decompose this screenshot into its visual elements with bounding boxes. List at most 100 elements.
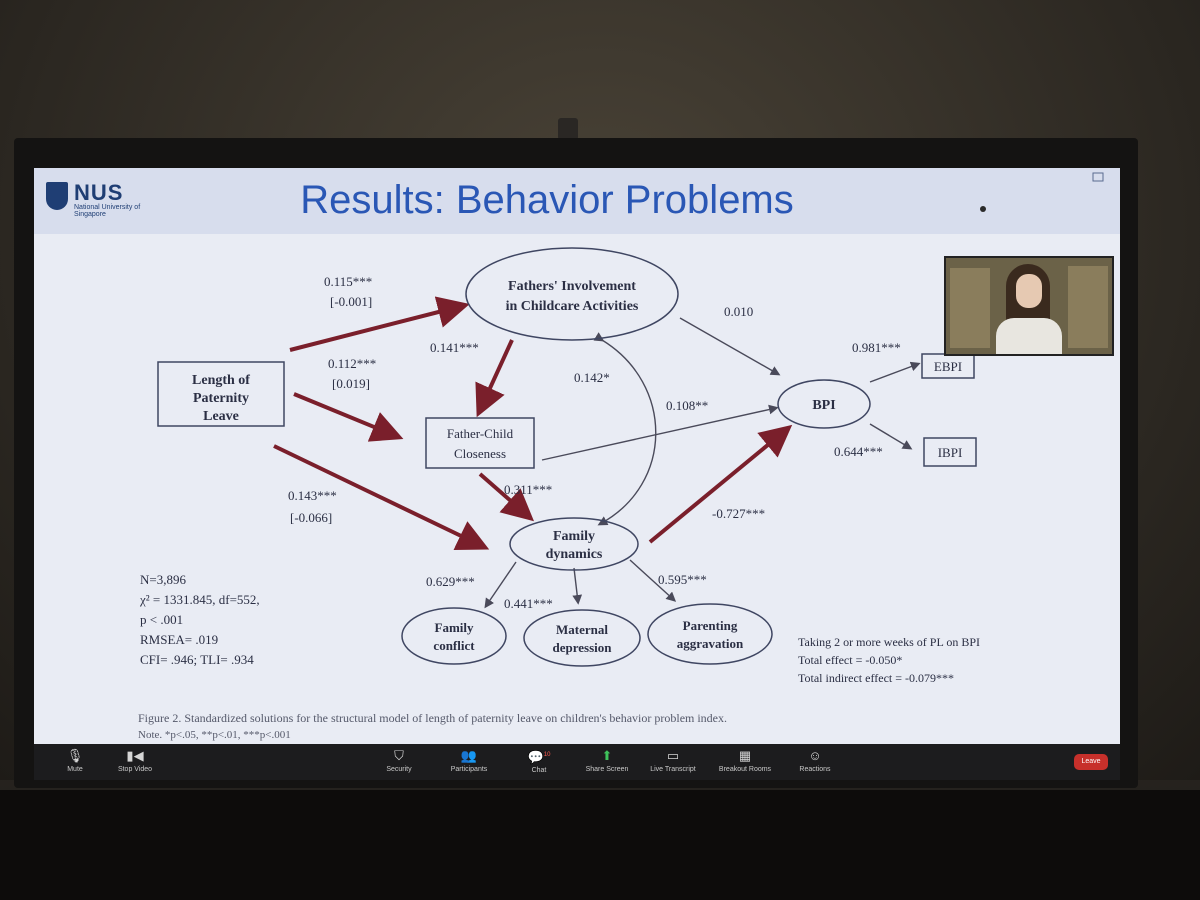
svg-text:Maternal: Maternal xyxy=(556,622,608,637)
node-father-child-closeness: Father-Child Closeness xyxy=(425,417,535,469)
coef-closeness-dynamics: 0.311*** xyxy=(504,482,552,497)
breakout-rooms-button[interactable]: ▦ Breakout Rooms xyxy=(710,748,780,778)
bookshelf xyxy=(950,268,990,348)
svg-text:BPI: BPI xyxy=(812,398,835,413)
path-arrow-dynamics-bpi xyxy=(648,424,793,544)
svg-text:Length of: Length of xyxy=(192,373,250,388)
svg-text:in Childcare Activities: in Childcare Activities xyxy=(506,299,639,314)
svg-text:Closeness: Closeness xyxy=(454,446,506,461)
chat-button[interactable]: 💬10 Chat xyxy=(504,748,574,778)
node-ibpi: IBPI xyxy=(923,437,977,467)
people-icon: 👥 xyxy=(460,748,478,763)
fit-stat-line: χ² = 1331.845, df=552, xyxy=(139,592,260,607)
projector-mount xyxy=(558,118,578,140)
svg-text:aggravation: aggravation xyxy=(677,636,744,651)
stop-video-button[interactable]: ▮◀ Stop Video xyxy=(100,748,170,778)
path-arrow-leave-involvement xyxy=(289,296,470,352)
slide-corner-icon xyxy=(1092,172,1104,182)
microphone-icon: 🎙 xyxy=(66,748,84,763)
ci-leave-dynamics: [-0.066] xyxy=(290,510,332,525)
fit-stat-line: p < .001 xyxy=(140,612,183,627)
svg-text:Leave: Leave xyxy=(203,409,239,424)
svg-text:dynamics: dynamics xyxy=(546,547,603,562)
svg-text:Family: Family xyxy=(553,529,595,544)
security-button[interactable]: ⛉ Security xyxy=(364,748,434,778)
chat-badge: 10 xyxy=(543,752,551,758)
speaker-webcam-thumbnail[interactable] xyxy=(944,256,1114,356)
coef-dynamics-depression: 0.441*** xyxy=(504,596,553,611)
node-fathers-involvement: Fathers' Involvement in Childcare Activi… xyxy=(465,247,679,341)
figure-caption: Figure 2. Standardized solutions for the… xyxy=(138,711,727,725)
speaker-face xyxy=(1016,274,1042,308)
path-arrow-closeness-bpi xyxy=(541,404,779,461)
svg-text:Paternity: Paternity xyxy=(193,391,249,406)
effects-summary: Taking 2 or more weeks of PL on BPI Tota… xyxy=(798,635,980,685)
node-parenting-aggravation: Parenting aggravation xyxy=(647,603,773,665)
ci-leave-involvement: [-0.001] xyxy=(330,294,372,309)
chat-bubble-icon: 💬10 xyxy=(527,749,551,765)
fit-stat-line: CFI= .946; TLI= .934 xyxy=(140,652,254,667)
bookshelf xyxy=(1068,266,1108,348)
speaker-body xyxy=(996,318,1062,354)
coef-dynamics-aggravation: 0.595*** xyxy=(658,572,707,587)
node-maternal-depression: Maternal depression xyxy=(523,609,641,667)
effects-line: Taking 2 or more weeks of PL on BPI xyxy=(798,635,980,649)
nus-crest-icon xyxy=(46,182,68,210)
coef-closeness-bpi: 0.108** xyxy=(666,398,708,413)
coef-dynamics-bpi: -0.727*** xyxy=(712,506,765,521)
path-diagram: Length of Paternity Leave Fathers' Invol… xyxy=(138,247,980,741)
coef-bpi-ebpi: 0.981*** xyxy=(852,340,901,355)
effects-line: Total effect = -0.050* xyxy=(798,653,902,667)
room-floor xyxy=(0,790,1200,900)
path-arrow-dynamics-depression xyxy=(572,567,583,605)
svg-text:conflict: conflict xyxy=(433,638,475,653)
svg-text:depression: depression xyxy=(553,640,613,655)
model-fit-statistics: N=3,896 χ² = 1331.845, df=552, p < .001 … xyxy=(139,572,260,667)
logo-text: NUS xyxy=(74,180,124,205)
captions-icon: ▭ xyxy=(666,748,680,763)
node-length-of-paternity-leave: Length of Paternity Leave xyxy=(157,361,285,427)
fit-stat-line: N=3,896 xyxy=(140,572,186,587)
node-bpi: BPI xyxy=(777,379,871,429)
coef-involvement-dynamics-cov: 0.142* xyxy=(574,370,610,385)
effects-line: Total indirect effect = -0.079*** xyxy=(798,671,954,685)
slide-title: Results: Behavior Problems xyxy=(300,178,794,222)
path-arrow-dynamics-conflict xyxy=(484,561,517,609)
reactions-button[interactable]: ☺ Reactions xyxy=(780,748,850,778)
node-family-dynamics: Family dynamics xyxy=(509,517,639,571)
node-ebpi: EBPI xyxy=(921,353,975,379)
mute-button[interactable]: 🎙 Mute xyxy=(40,748,110,778)
path-arrow-leave-closeness xyxy=(293,392,404,442)
path-arrow-closeness-dynamics xyxy=(478,472,535,522)
coef-bpi-ibpi: 0.644*** xyxy=(834,444,883,459)
path-arrow-bpi-ibpi xyxy=(869,423,913,450)
shield-icon: ⛉ xyxy=(394,748,404,763)
leave-button[interactable]: Leave xyxy=(1074,754,1108,770)
svg-text:IBPI: IBPI xyxy=(938,445,963,460)
fit-stat-line: RMSEA= .019 xyxy=(140,632,218,647)
grid-icon: ▦ xyxy=(738,748,752,763)
mouse-pointer-icon xyxy=(980,206,986,212)
presentation-slide: NUS National University of Singapore Res… xyxy=(34,168,1120,744)
path-arrow-bpi-ebpi xyxy=(869,361,921,383)
coef-dynamics-conflict: 0.629*** xyxy=(426,574,475,589)
svg-text:Parenting: Parenting xyxy=(683,618,738,633)
coef-involvement-closeness: 0.141*** xyxy=(430,340,479,355)
path-arrow-involvement-bpi xyxy=(679,317,781,376)
projected-display: NUS National University of Singapore Res… xyxy=(34,168,1120,780)
coef-leave-dynamics: 0.143*** xyxy=(288,488,337,503)
svg-text:Family: Family xyxy=(435,620,474,635)
coef-leave-closeness: 0.112*** xyxy=(328,356,376,371)
coef-leave-involvement: 0.115*** xyxy=(324,274,372,289)
figure-note: Note. *p<.05, **p<.01, ***p<.001 xyxy=(138,729,291,741)
slide-header: NUS National University of Singapore Res… xyxy=(34,168,1120,234)
coef-involvement-bpi: 0.010 xyxy=(724,304,753,319)
participants-button[interactable]: 👥 Participants xyxy=(434,748,504,778)
share-screen-button[interactable]: ⬆ Share Screen xyxy=(572,748,642,778)
live-transcript-button[interactable]: ▭ Live Transcript xyxy=(638,748,708,778)
zoom-meeting-toolbar: 🎙 Mute ▮◀ Stop Video ⛉ Security 👥 Partic… xyxy=(34,744,1120,780)
svg-text:Father-Child: Father-Child xyxy=(447,426,514,441)
svg-text:Fathers' Involvement: Fathers' Involvement xyxy=(508,279,636,294)
covariance-curve xyxy=(593,332,657,526)
ci-leave-closeness: [0.019] xyxy=(332,376,370,391)
